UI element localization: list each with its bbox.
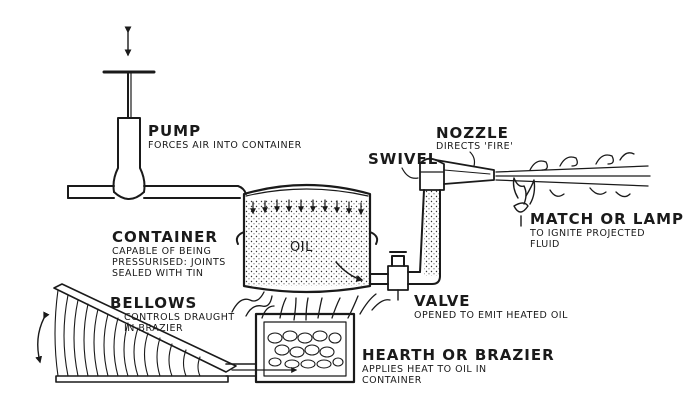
riser-pipe-fill [424, 190, 440, 276]
outlet-pipe [369, 273, 389, 285]
container-handle-left [235, 231, 245, 245]
bellows-top-board [53, 283, 237, 373]
valve-body [387, 265, 409, 291]
pump-label: PUMP [148, 122, 202, 140]
container-label: CONTAINER [112, 228, 218, 246]
nozzle-description: DIRECTS 'FIRE' [436, 141, 514, 152]
heat-waves [231, 291, 391, 321]
coals [267, 330, 344, 369]
bellows [35, 283, 298, 383]
container-description: CAPABLE OF BEING PRESSURISED: JOINTS SEA… [112, 246, 226, 279]
riser-pipe [419, 189, 441, 277]
bellows-description: CONTROLS DRAUGHT IN BRAZIER [124, 312, 235, 334]
pump-bulb [113, 191, 145, 200]
hearth-description: APPLIES HEAT TO OIL IN CONTAINER [362, 364, 487, 386]
hearth-box [254, 312, 356, 384]
nozzle-pointer [469, 151, 476, 167]
hearth-label: HEARTH OR BRAZIER [362, 346, 555, 364]
match-bulb [513, 202, 529, 213]
oil-label: OIL [290, 240, 313, 255]
match-flame [512, 177, 536, 227]
pump [67, 26, 247, 200]
valve [369, 251, 441, 301]
bellows-bottom-board [55, 375, 229, 383]
valve-outlet [407, 271, 441, 285]
air-pipe [67, 185, 247, 199]
container-oil-fill [244, 200, 370, 286]
nozzle-assembly [401, 151, 495, 277]
valve-description: OPENED TO EMIT HEATED OIL [414, 310, 568, 321]
nozzle-barrel [435, 159, 495, 185]
hearth [254, 312, 356, 384]
swivel-joint [419, 157, 445, 191]
bellows-motion-arrow [35, 311, 50, 364]
container-body [242, 183, 372, 294]
container-handle-right [369, 231, 379, 245]
pump-cylinder [112, 117, 146, 193]
nozzle-label: NOZZLE [436, 124, 509, 142]
container [235, 183, 379, 294]
valve-label: VALVE [414, 292, 471, 310]
match-description: TO IGNITE PROJECTED FLUID [530, 228, 646, 250]
match-label: MATCH OR LAMP [530, 210, 684, 228]
oil-flow-arrow [335, 261, 364, 282]
pressure-arrows [250, 199, 364, 216]
pump-description: FORCES AIR INTO CONTAINER [148, 140, 302, 151]
swivel-pointer [401, 167, 419, 179]
fire-jet [495, 152, 651, 198]
bellows-nozzle [225, 363, 257, 377]
swivel-label: SWIVEL [368, 150, 439, 168]
valve-handle [389, 251, 407, 267]
bellows-label: BELLOWS [110, 294, 198, 312]
bellows-folds [54, 289, 201, 377]
